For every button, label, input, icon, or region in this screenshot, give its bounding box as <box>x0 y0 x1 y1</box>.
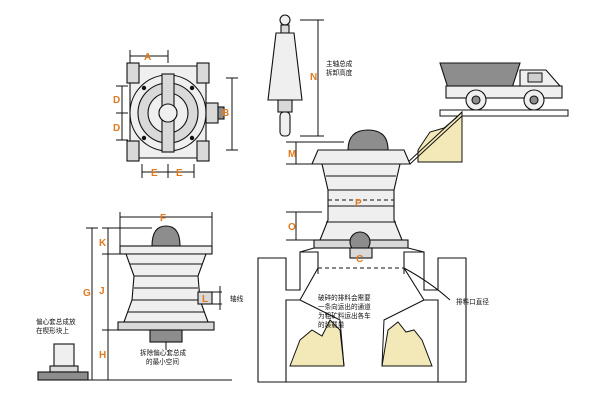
dim-o-label: O <box>288 222 296 233</box>
dim-n-label: N <box>310 72 317 83</box>
note-discharge-1: 破碎的排料会需要 <box>318 293 371 302</box>
arm-support <box>407 247 425 253</box>
top-view-corner <box>196 140 210 162</box>
truck-wheel-hub <box>529 95 539 105</box>
wedge-block <box>49 365 79 373</box>
dim-e-label-left: E <box>151 168 158 179</box>
main-shaft: N 主轴总成 拆卸高度 <box>267 14 353 137</box>
dim-p-label: P <box>355 198 362 209</box>
eccentric-assembly-on-blocks: 偏心套总成放 在楔形块上 <box>36 317 89 381</box>
eccentric-assembly <box>53 343 75 367</box>
ramp-deck <box>439 109 569 117</box>
note-discharge-4: 的装载量 <box>318 320 345 329</box>
top-view-shaft-end <box>217 106 225 120</box>
dim-b-label: B <box>222 108 229 119</box>
crusher-cap <box>347 129 389 151</box>
top-view-corner <box>126 62 140 84</box>
bolt <box>189 135 195 141</box>
dim-h-label: H <box>99 350 106 361</box>
chute-right <box>381 299 425 367</box>
note-discharge-3: 为粗矿料运出各车 <box>318 311 371 320</box>
arm-support <box>299 247 315 253</box>
mantle-cone <box>267 32 303 101</box>
dim-f-label: F <box>160 213 166 224</box>
dim-m-label: M <box>288 149 296 160</box>
note-main-shaft-1: 主轴总成 <box>326 59 353 68</box>
side-view-cap <box>151 225 181 247</box>
dim-l-label: L <box>202 294 208 305</box>
dim-j-label: J <box>99 286 105 297</box>
dim-k-label: K <box>99 238 107 249</box>
truck-wheel-hub <box>471 95 481 105</box>
truck-frame <box>445 85 563 99</box>
bolt <box>141 85 147 91</box>
side-view-top-flange <box>119 245 213 255</box>
ramp-edge <box>405 110 463 165</box>
side-view: F K J G H L 轴线 拆除偏心套总成 的最小空间 <box>83 212 244 381</box>
bolt <box>141 135 147 141</box>
crusher-top-ring <box>311 149 411 165</box>
note-drive-shaft: 轴线 <box>230 294 244 303</box>
installed-crusher: M P O C 排料口直径 破碎的排料会需要 一条向运出的通道 为粗矿料运出各车… <box>257 129 489 383</box>
truck-window <box>527 72 543 83</box>
top-view-cap <box>158 103 178 123</box>
crusher-bottom-shell <box>349 247 373 259</box>
note-discharge-2: 一条向运出的通道 <box>318 302 371 311</box>
dim-g-label: G <box>83 288 91 299</box>
shaft-stem <box>279 111 291 137</box>
note-main-shaft-2: 拆卸高度 <box>326 68 353 77</box>
dim-c-label: C <box>356 254 363 265</box>
ore-ramp <box>405 109 569 165</box>
truck-bed <box>439 62 521 89</box>
ore-pile-top <box>417 110 463 163</box>
note-eccentric-1: 偏心套总成放 <box>36 317 76 326</box>
lifting-eye <box>279 14 291 26</box>
top-view: A B D D E E <box>113 50 238 179</box>
wedge-base <box>37 371 89 381</box>
note-removal-1: 拆除偏心套总成 <box>140 348 187 357</box>
note-outlet-diameter: 排料口直径 <box>456 297 489 306</box>
bolt <box>189 85 195 91</box>
top-view-shaft-housing <box>205 102 219 124</box>
ore-pile-right <box>381 321 433 367</box>
haul-truck <box>439 62 563 111</box>
dim-d-label-upper: D <box>113 95 120 106</box>
dim-d-label-lower: D <box>113 123 120 134</box>
dim-a-label: A <box>144 52 151 63</box>
outlet-leader <box>403 267 451 301</box>
side-view-bottom-flange <box>117 321 215 331</box>
top-view-corner <box>126 140 140 162</box>
side-view-eccentric <box>149 329 183 343</box>
shaft-collar <box>277 99 293 113</box>
note-eccentric-2: 在楔形块上 <box>36 326 69 335</box>
shaft-top <box>280 24 290 34</box>
dim-e-label-right: E <box>176 168 183 179</box>
top-view-corner <box>196 62 210 84</box>
note-removal-2: 的最小空间 <box>146 357 179 366</box>
chute-left <box>299 299 345 367</box>
